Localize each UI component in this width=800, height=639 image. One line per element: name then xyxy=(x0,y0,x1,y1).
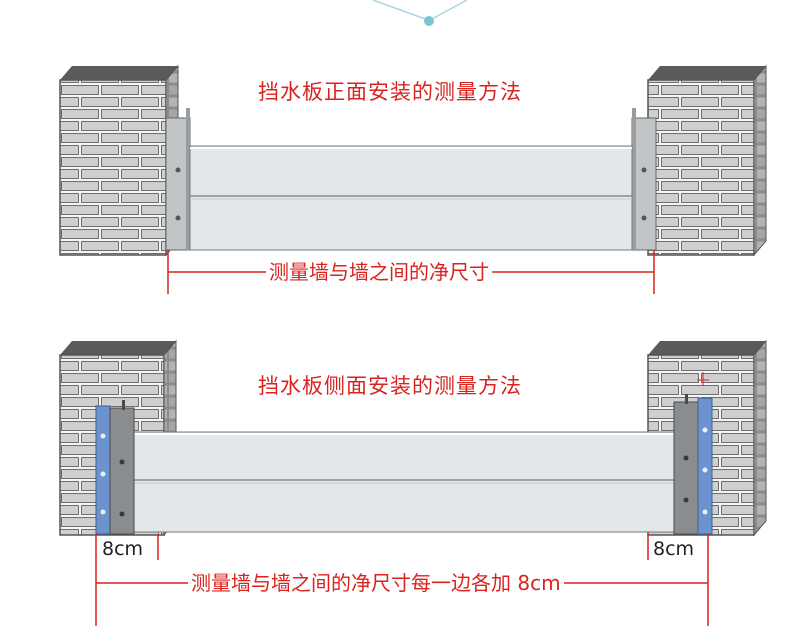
front-method-title: 挡水板正面安装的测量方法 xyxy=(258,80,522,104)
side-method-title: 挡水板侧面安装的测量方法 xyxy=(258,374,522,398)
side-mount-right-channel xyxy=(673,372,713,535)
front-mount-left-bracket xyxy=(165,108,191,251)
side-dimension-label: 测量墙与墙之间的净尺寸每一边各加 8cm xyxy=(188,571,564,595)
front-dimension-label: 测量墙与墙之间的净尺寸 xyxy=(266,260,492,284)
left-offset-label: 8cm xyxy=(102,538,144,560)
front-mount-flood-panels xyxy=(189,145,633,251)
side-offset-markers xyxy=(95,534,709,560)
right-offset-label: 8cm xyxy=(653,538,695,560)
front-mount-right-bracket xyxy=(631,108,657,251)
right-brick-pillar-front xyxy=(647,64,767,257)
left-brick-pillar-front xyxy=(59,64,179,257)
side-mount-left-channel xyxy=(95,400,135,535)
decorative-top-lines xyxy=(372,0,468,26)
side-mount-flood-panels xyxy=(133,431,675,533)
